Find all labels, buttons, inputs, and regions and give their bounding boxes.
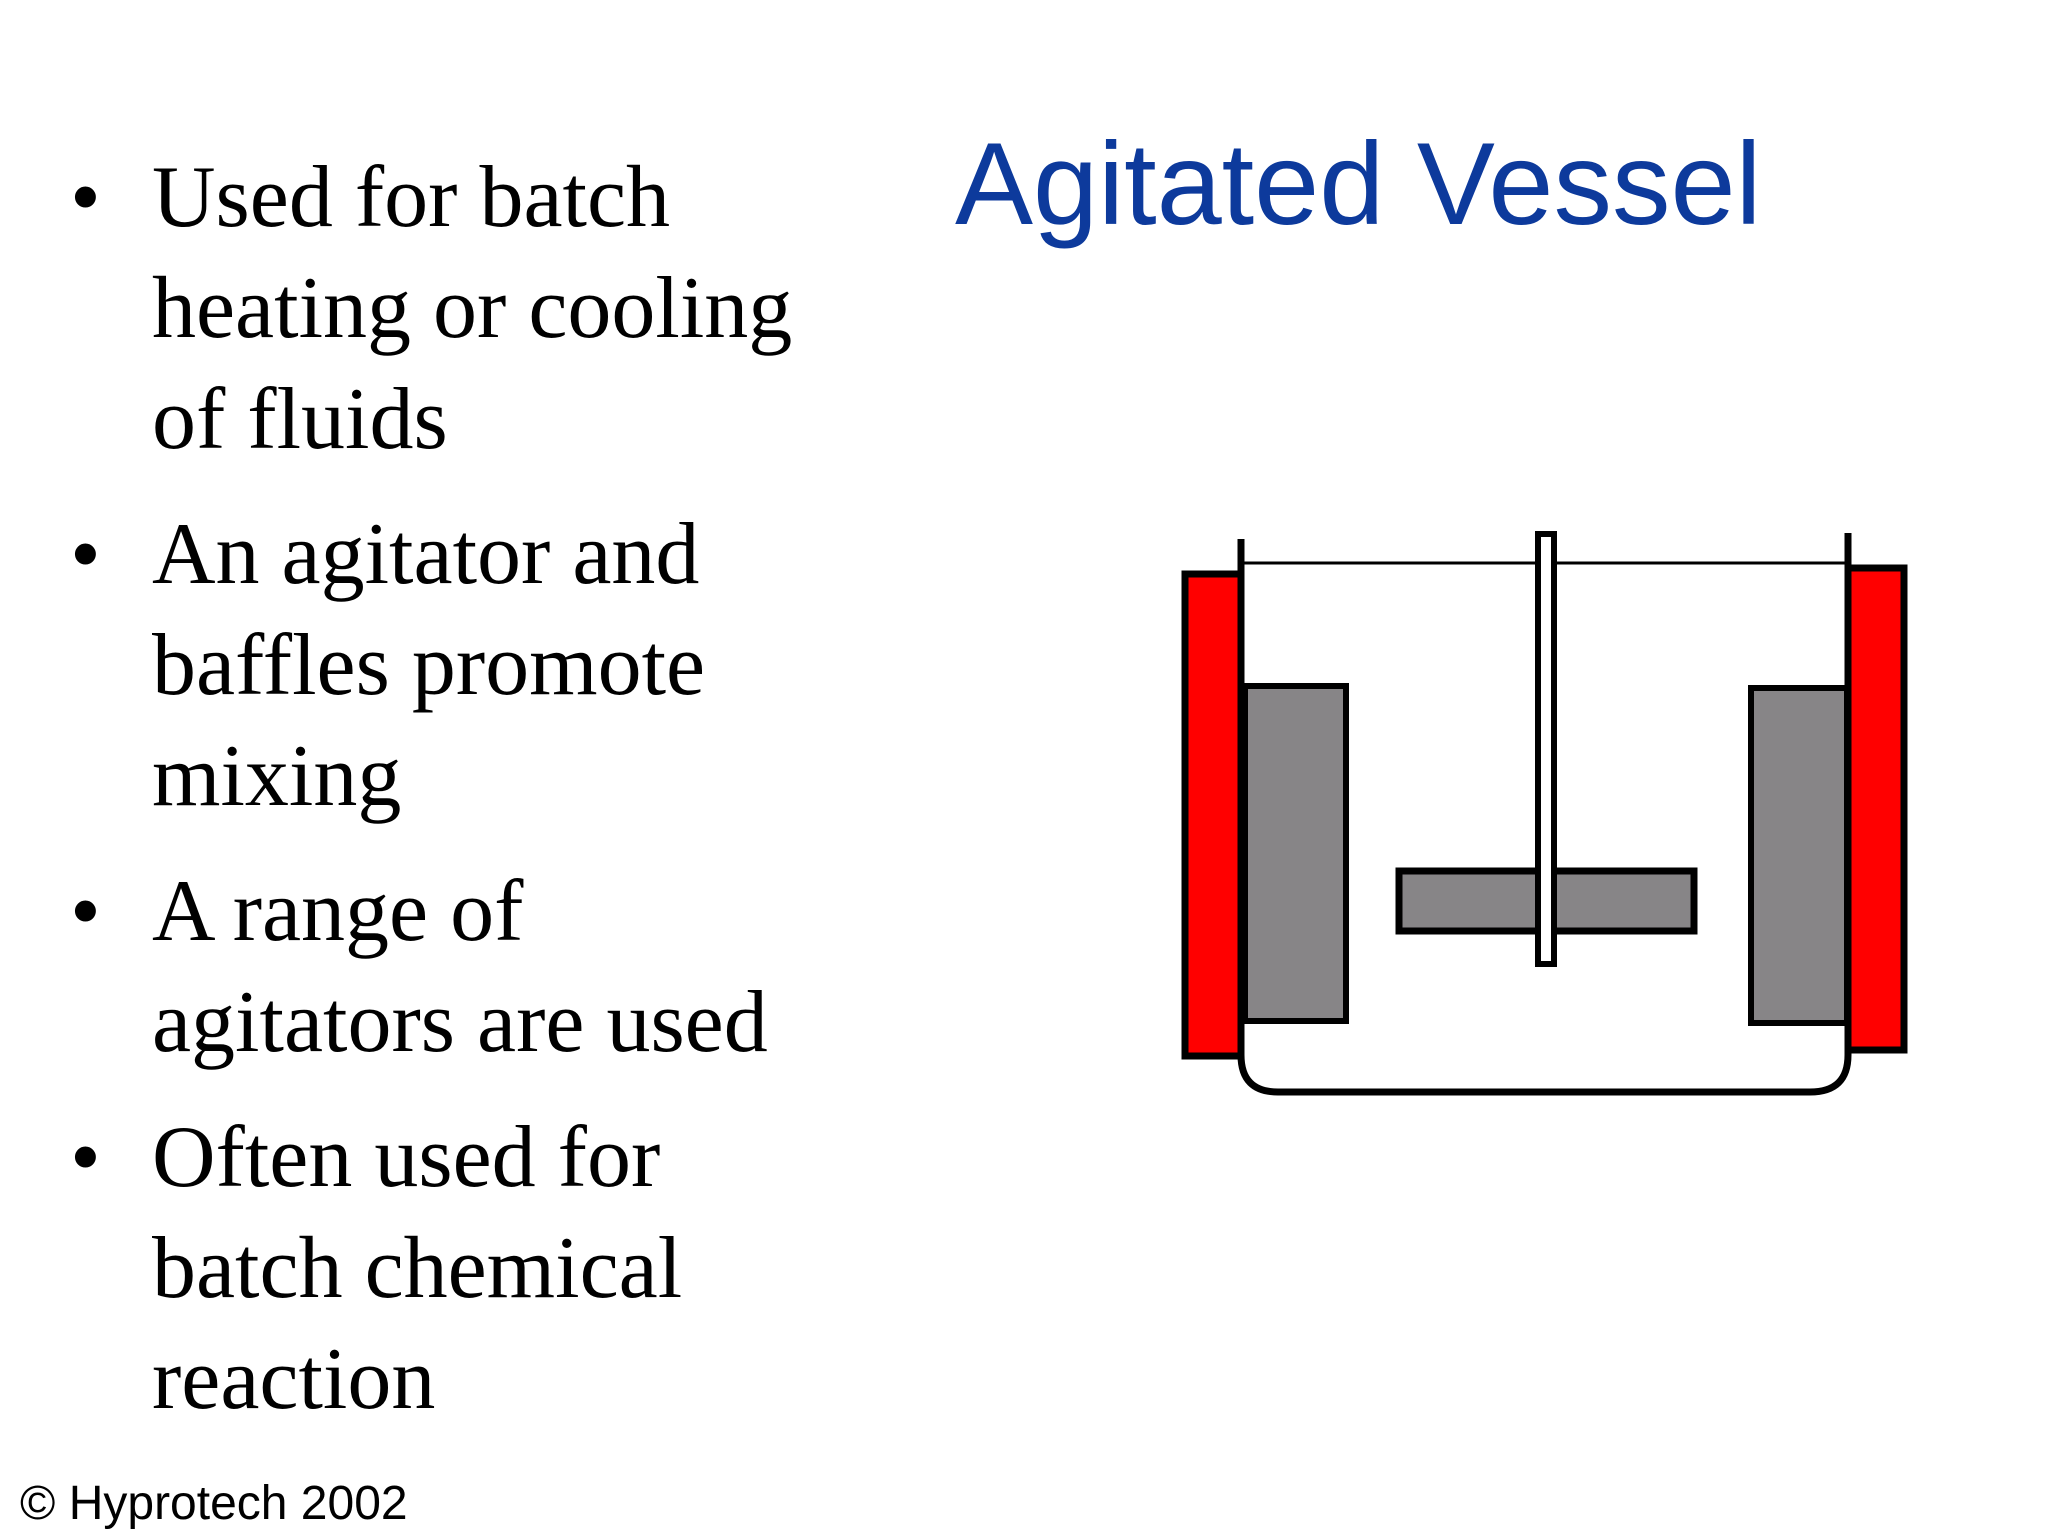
baffle-left <box>1242 683 1349 1024</box>
copyright-footer: © Hyprotech 2002 <box>20 1477 408 1530</box>
bullet-text-line: mixing <box>152 728 402 825</box>
baffle-right <box>1748 685 1850 1026</box>
bullet-item: • Often used for batch chemical reaction <box>70 1102 850 1435</box>
bullet-marker: • <box>70 1109 101 1206</box>
bullet-text-line: agitators are used <box>152 974 768 1071</box>
bullet-item: • Used for batch heating or cooling of f… <box>70 142 850 475</box>
bullet-text-line: reaction <box>152 1331 436 1428</box>
bullet-text-line: A range of <box>152 863 524 960</box>
agitator-shaft <box>1535 531 1557 967</box>
bullet-marker: • <box>70 506 101 603</box>
bullet-text-line: An agitator and <box>152 506 700 603</box>
bullet-text-line: Used for batch <box>152 149 671 246</box>
bullet-text-line: of fluids <box>152 371 448 468</box>
bullet-text-line: baffles promote <box>152 617 706 714</box>
bullet-marker: • <box>70 149 101 246</box>
bullet-text-line: heating or cooling <box>152 260 793 357</box>
bullet-marker: • <box>70 863 101 960</box>
bullet-text-line: Often used for <box>152 1109 661 1206</box>
slide-title: Agitated Vessel <box>955 118 1762 249</box>
bullet-list: • Used for batch heating or cooling of f… <box>70 142 850 1459</box>
bullet-item: • An agitator and baffles promote mixing <box>70 499 850 832</box>
bullet-item: • A range of agitators are used <box>70 856 850 1078</box>
vessel-wall <box>1237 533 1852 1096</box>
jacket-right <box>1844 564 1908 1054</box>
jacket-left <box>1181 570 1245 1060</box>
bullet-text-line: batch chemical <box>152 1220 683 1317</box>
